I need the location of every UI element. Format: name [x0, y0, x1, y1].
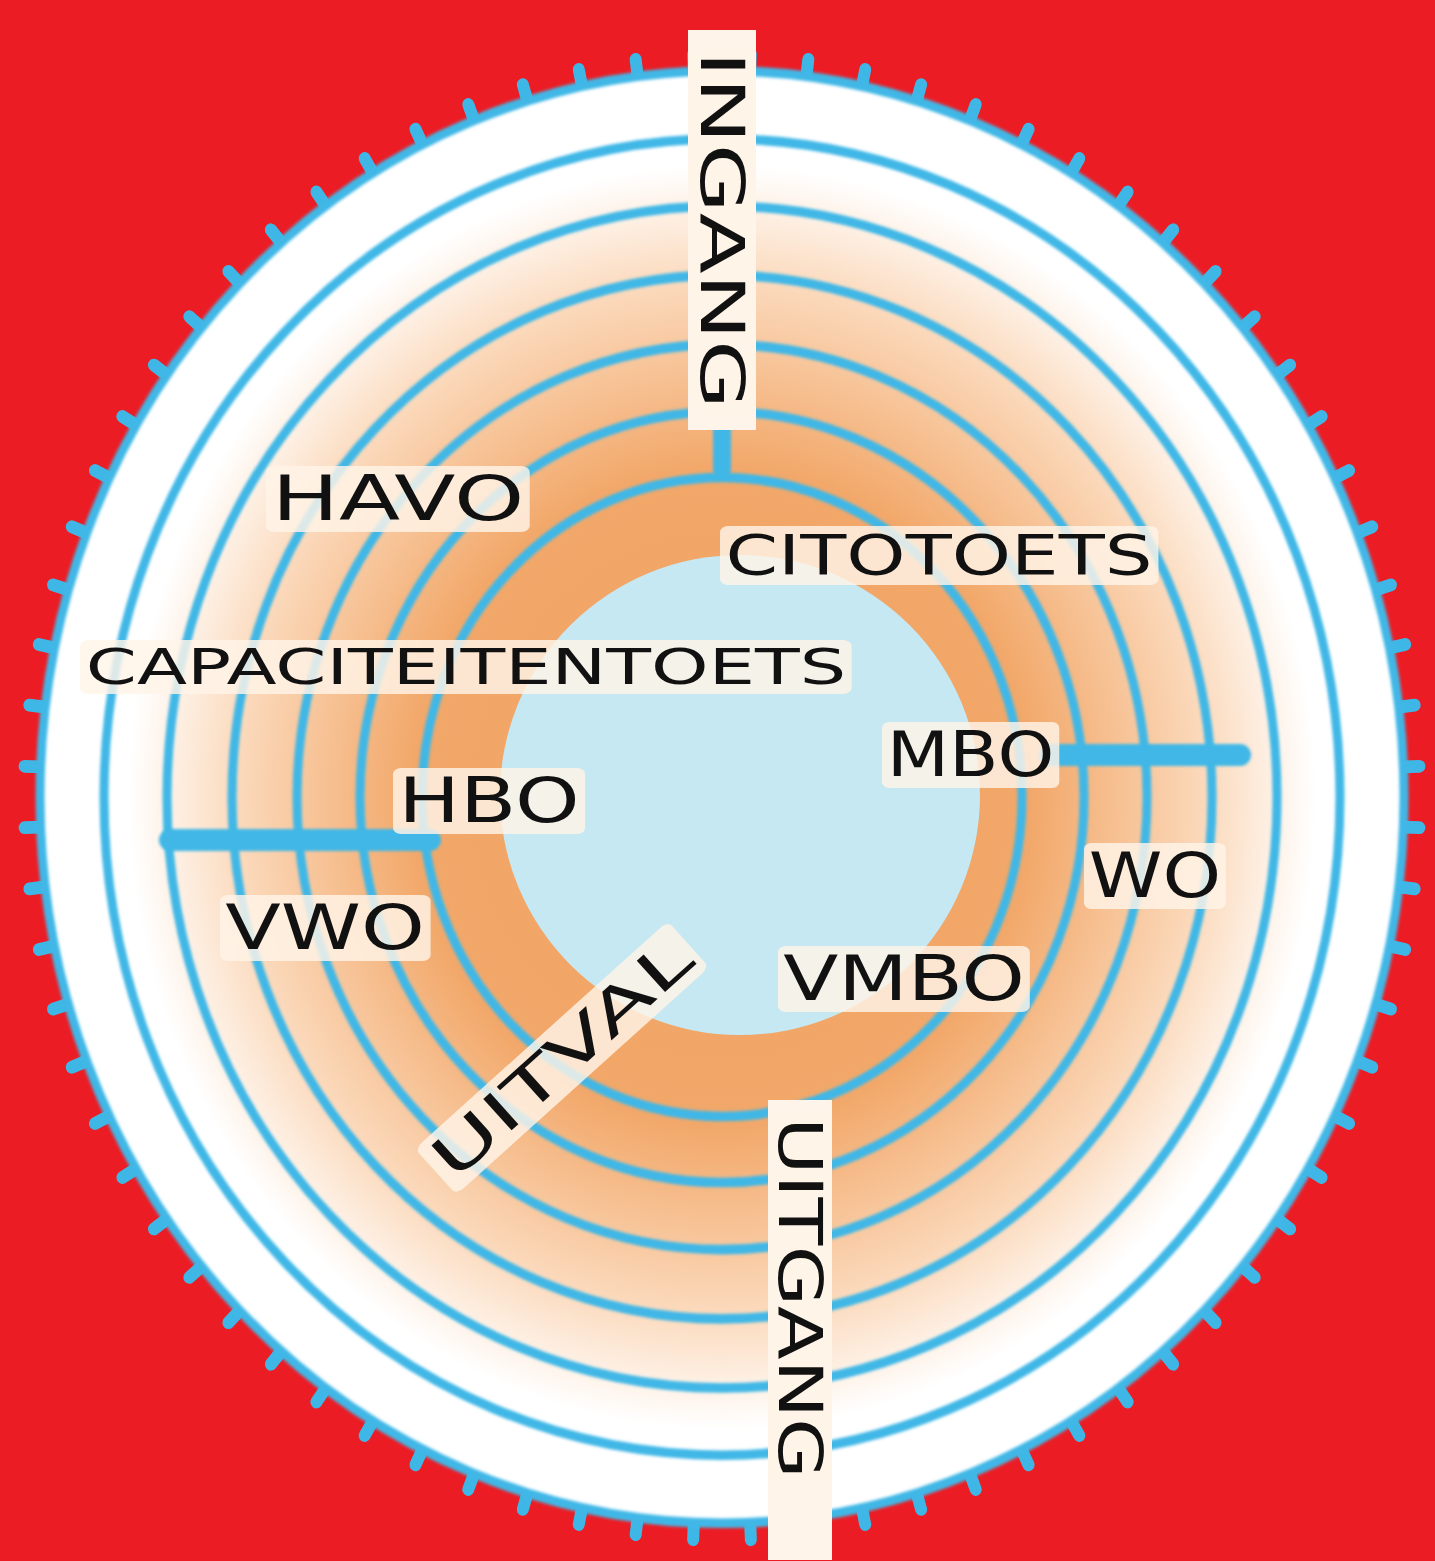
test-label: CITOTOETS: [720, 526, 1158, 585]
level-label: MBO: [882, 722, 1059, 788]
entrance-channel: [688, 30, 756, 430]
level-label: HAVO: [266, 466, 530, 532]
level-label: HBO: [393, 768, 585, 834]
level-label: VMBO: [778, 946, 1030, 1012]
entrance-label: INGANG: [690, 45, 754, 415]
exit-label: UITGANG: [768, 1112, 832, 1484]
test-label: CAPACITEITENTOETS: [80, 640, 852, 694]
level-label: VWO: [220, 895, 430, 961]
exit-channel: [768, 1100, 832, 1560]
level-label: WO: [1084, 843, 1226, 909]
